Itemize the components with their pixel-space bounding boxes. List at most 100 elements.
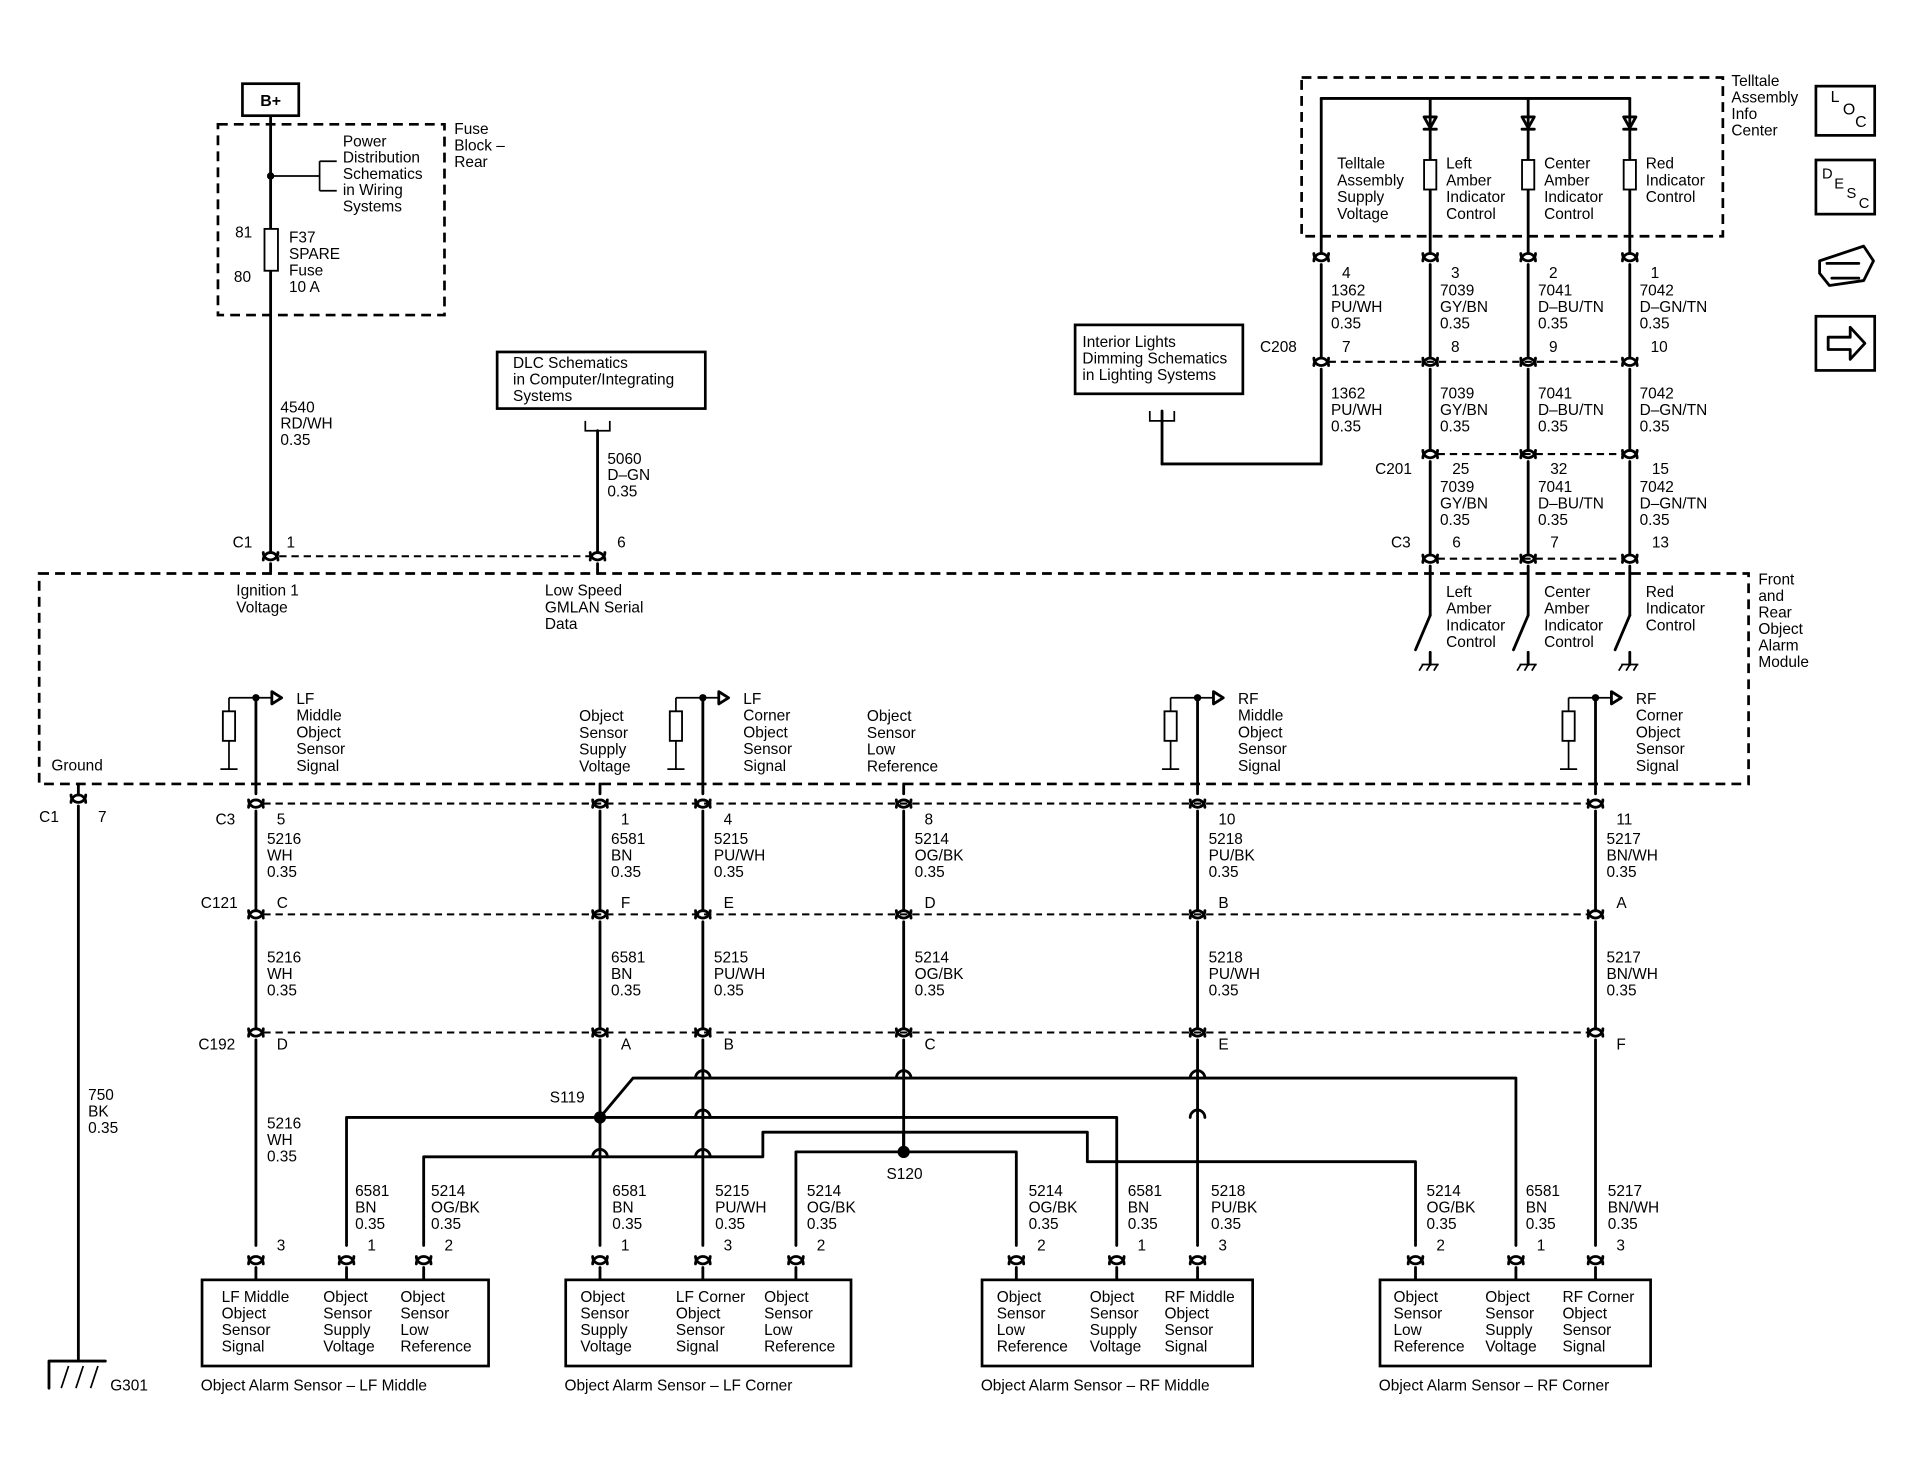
telltale-left-label-line: Left <box>1446 156 1472 173</box>
pullup-resistor-1 <box>668 710 683 742</box>
c121-wire-label-line: 6581 <box>611 949 645 966</box>
lfm-wire-6581-line: 0.35 <box>355 1216 385 1233</box>
sensor-col-label-line: Object <box>1090 1289 1135 1306</box>
fuse-f37 <box>263 227 279 272</box>
c121-wire-label-line: 0.35 <box>714 982 744 999</box>
sensor-col-label-line: Object <box>1164 1305 1209 1322</box>
sensor-col-label-line: LF Corner <box>676 1289 745 1306</box>
sensor-col-label-line: Reference <box>997 1338 1068 1355</box>
sensor-pin-num: 1 <box>367 1237 376 1254</box>
rfm-wire-5214-line: 0.35 <box>1029 1216 1059 1233</box>
c3top-pin-2 <box>1621 553 1639 564</box>
wire-4540-label-line: RD/WH <box>280 415 332 432</box>
module-name-line: Module <box>1758 654 1809 671</box>
c121-label: C121 <box>201 895 238 912</box>
sensor-2-pin-0 <box>1007 1255 1026 1266</box>
c121-pin-num: F <box>621 895 630 912</box>
c3-wire-label-line: 5214 <box>915 831 950 848</box>
fuse-block-label-line: Rear <box>454 154 487 171</box>
telltale-wire-label-line: 7042 <box>1640 282 1674 299</box>
module-signal-label-0-line: Object <box>296 724 341 741</box>
c3-wire-label-line: 0.35 <box>915 864 945 881</box>
module-lowref-label-line: Low <box>867 742 896 759</box>
desc-icon[interactable] <box>1814 158 1877 216</box>
c192-pin-1 <box>591 1027 609 1038</box>
sensor-pin-num: 1 <box>1537 1237 1546 1254</box>
c201-wire-label-line: 0.35 <box>1640 512 1670 529</box>
c208-wire-label-line: 7039 <box>1440 386 1474 403</box>
fuse-block-label-line: Block – <box>454 138 505 155</box>
switch-gnd-tick <box>1516 664 1522 672</box>
c208-pin-3 <box>1621 356 1639 367</box>
c3-pin-num: 4 <box>724 811 733 828</box>
interior-lights-label-line: in Lighting Systems <box>1082 367 1216 384</box>
sensor-3-pin-2 <box>1586 1255 1605 1266</box>
module-left-amber-line: Indicator <box>1446 617 1505 634</box>
c3-wire-label-line: PU/BK <box>1209 848 1256 865</box>
sensor-col-label-line: Sensor <box>1164 1322 1213 1339</box>
c121-wire-label-line: PU/WH <box>714 966 765 983</box>
wire-crossover-hop <box>1188 1069 1207 1080</box>
wire-crossover-hop <box>591 1148 609 1159</box>
sensor-col-label-line: Low <box>400 1322 429 1339</box>
loc-letter: L <box>1831 89 1840 106</box>
module-signal-label-3-line: Sensor <box>1636 741 1685 758</box>
sensor-col-label-line: Sensor <box>1485 1305 1534 1322</box>
sensor-3-pin-0 <box>1406 1255 1425 1266</box>
c201-pin-num: 15 <box>1652 461 1669 478</box>
sensor-col-label-line: Sensor <box>997 1305 1046 1322</box>
module-signal-label-1-line: Object <box>743 724 788 741</box>
lfc-wire-6581-line: 6581 <box>612 1183 646 1200</box>
rfc-wire-5217-line: 5217 <box>1608 1183 1642 1200</box>
wire-crossover-hop <box>694 1108 712 1119</box>
sensor-col-label-line: LF Middle <box>222 1289 290 1306</box>
c3-pin-num: 10 <box>1218 811 1235 828</box>
c192-pin-num: E <box>1218 1037 1228 1054</box>
sensor-col-label-line: RF Corner <box>1562 1289 1634 1306</box>
telltale-wire-label-line: D–BU/TN <box>1538 299 1604 316</box>
next-page-icon[interactable] <box>1814 314 1877 372</box>
c121-wire-label-line: 5215 <box>714 949 748 966</box>
object-alarm-sensor-box-0 <box>200 1278 490 1368</box>
c208-wire-label-line: D–GN/TN <box>1640 402 1708 419</box>
desc-icon-frame <box>1814 158 1877 216</box>
object-alarm-module-outline <box>37 572 1750 786</box>
dlc-label-line: Systems <box>513 388 572 405</box>
c121-wire-label-line: OG/BK <box>915 966 965 983</box>
c121-pin-2 <box>694 909 712 920</box>
loc-letter: O <box>1843 101 1855 118</box>
sensor-pin-num: 2 <box>1436 1237 1445 1254</box>
c1-ground-label: C1 <box>39 809 59 826</box>
sensor-pin-num: 1 <box>1138 1237 1147 1254</box>
telltale-red-label-line: Indicator <box>1646 172 1705 189</box>
gmlan-label-line: Low Speed <box>545 583 622 600</box>
pullup-node-3 <box>1591 694 1600 702</box>
connector-views-icon[interactable] <box>1818 244 1875 287</box>
module-name-line: Object <box>1758 621 1803 638</box>
telltale-supply-label-line: Voltage <box>1337 206 1388 223</box>
sensor-col-label-line: Signal <box>222 1338 265 1355</box>
sensor-col-label-line: RF Middle <box>1164 1289 1234 1306</box>
wire-5060-label-line: D–GN <box>607 467 650 484</box>
c3-wire-label-line: 0.35 <box>267 864 297 881</box>
module-name-line: and <box>1758 588 1784 605</box>
sensor-col-label-line: Object <box>580 1289 625 1306</box>
module-signal-label-1-line: LF <box>743 691 761 708</box>
telltale-diode-1 <box>1520 115 1536 130</box>
sensor-pin-num: 3 <box>724 1237 733 1254</box>
c192-pin-num: D <box>277 1037 288 1054</box>
module-center-amber-line: Center <box>1544 584 1590 601</box>
wire-6581-lfm <box>345 1116 602 1247</box>
g301-ground-bar <box>47 1359 107 1390</box>
dlc-label-line: DLC Schematics <box>513 355 628 372</box>
telltale-center-label-line: Amber <box>1544 172 1589 189</box>
module-signal-label-3-line: RF <box>1636 691 1657 708</box>
c208-pin-num: 9 <box>1549 339 1558 356</box>
c208-pin-2 <box>1519 356 1537 367</box>
dlc-bracket <box>584 420 611 432</box>
lfm-wire-5214-line: 5214 <box>431 1183 466 1200</box>
loc-icon[interactable] <box>1814 84 1877 137</box>
sensor-col-label-line: Sensor <box>400 1305 449 1322</box>
